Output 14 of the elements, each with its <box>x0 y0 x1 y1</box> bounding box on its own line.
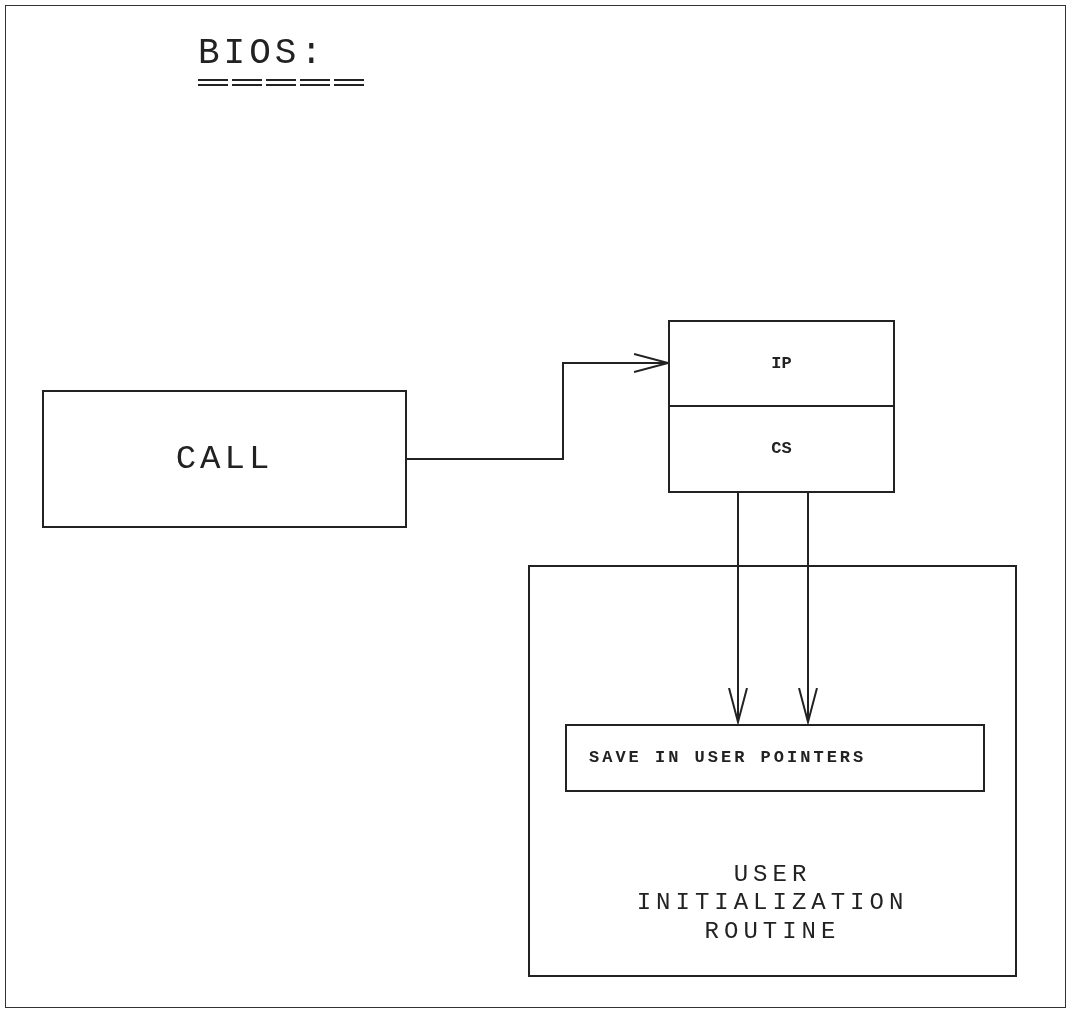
node-label: USER INITIALIZATION ROUTINE <box>636 860 909 947</box>
register-cell <box>668 320 895 407</box>
arrow <box>798 492 818 723</box>
node-label: SAVE IN USER POINTERS <box>589 747 867 769</box>
process-box <box>42 390 407 528</box>
node-label: CALL <box>175 438 274 480</box>
title: BIOS: <box>198 36 327 72</box>
register-cell <box>668 407 895 493</box>
routine-container <box>528 565 1017 977</box>
arrow <box>406 353 669 460</box>
node-label: CS <box>771 438 792 461</box>
node-label: IP <box>771 352 792 375</box>
process-box <box>565 724 985 792</box>
arrow <box>728 492 748 723</box>
